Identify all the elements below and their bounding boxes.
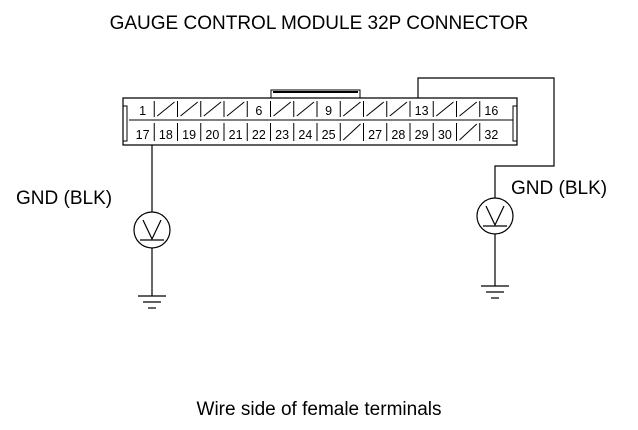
- probe-label-left: GND (BLK): [16, 188, 112, 209]
- empty-cavity: [459, 101, 478, 117]
- connector-bottom-row: 17 18 19 20 21 22 23 24 25 27 28 29 30 32: [136, 123, 498, 142]
- pin-label-29: 29: [415, 128, 429, 142]
- empty-cavity: [180, 101, 199, 117]
- pin-label-23: 23: [275, 128, 289, 142]
- empty-cavity: [435, 101, 454, 117]
- empty-cavity: [296, 101, 315, 117]
- ground-symbol-icon: [138, 295, 166, 309]
- ground-symbol-icon: [481, 285, 509, 299]
- empty-cavity: [203, 101, 222, 117]
- pin-label-1: 1: [139, 104, 146, 118]
- connector-latch: [270, 89, 361, 98]
- pin-label-30: 30: [438, 128, 452, 142]
- pin-label-28: 28: [391, 128, 405, 142]
- diagram-title: GAUGE CONTROL MODULE 32P CONNECTOR: [110, 13, 529, 34]
- pin-label-18: 18: [159, 128, 173, 142]
- empty-cavity: [366, 101, 385, 117]
- empty-cavity: [389, 101, 408, 117]
- probe-wire-right: [417, 77, 555, 198]
- pin-label-22: 22: [252, 128, 266, 142]
- pin-label-17: 17: [136, 128, 150, 142]
- voltmeter-icon: [133, 211, 171, 249]
- empty-cavity: [342, 101, 361, 117]
- probe-label-right: GND (BLK): [511, 178, 607, 199]
- diagram-caption: Wire side of female terminals: [197, 399, 442, 420]
- empty-cavity: [156, 101, 175, 117]
- pin-label-20: 20: [205, 128, 219, 142]
- pin-label-19: 19: [182, 128, 196, 142]
- pin-label-21: 21: [229, 128, 243, 142]
- voltmeter-icon: [476, 197, 514, 235]
- pin-label-9: 9: [325, 104, 332, 118]
- pin-label-13: 13: [415, 104, 429, 118]
- probe-left: GND (BLK): [16, 145, 171, 309]
- pin-label-32: 32: [484, 128, 498, 142]
- pin-label-24: 24: [298, 128, 312, 142]
- connector-housing: [122, 89, 518, 146]
- empty-cavity: [459, 123, 478, 141]
- pin-label-27: 27: [368, 128, 382, 142]
- pin-label-16: 16: [484, 104, 498, 118]
- empty-cavity: [342, 123, 361, 141]
- empty-cavity: [226, 101, 245, 117]
- empty-cavity: [273, 101, 292, 117]
- pin-label-25: 25: [322, 128, 336, 142]
- pin-label-6: 6: [255, 104, 262, 118]
- probe-right: GND (BLK): [417, 77, 607, 299]
